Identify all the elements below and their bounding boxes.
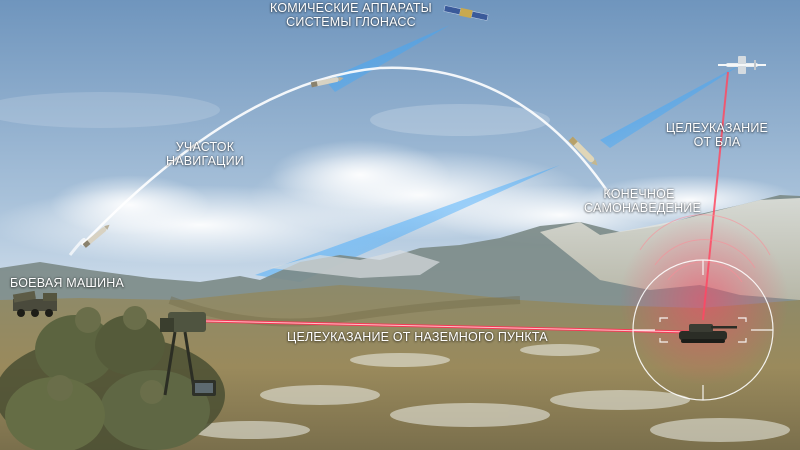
label-satellites: КОМИЧЕСКИЕ АППАРАТЫ СИСТЕМЫ ГЛОНАСС [268,1,434,29]
label-uav: ЦЕЛЕУКАЗАНИЕ ОТ БЛА [662,121,772,149]
launcher-vehicle-icon [12,290,57,317]
signal-beams [255,25,745,282]
soldiers-group [0,306,225,450]
target-glow [619,215,789,385]
label-terminal-homing: КОНЕЧНОЕ САМОНАВЕДЕНИЕ [584,187,702,215]
label-terminal-line2: САМОНАВЕДЕНИЕ [584,201,702,215]
uav-drone-icon [718,56,766,74]
target-arcs [639,214,771,283]
label-navigation: УЧАСТОК НАВИГАЦИИ [160,140,250,168]
label-terminal-line1: КОНЕЧНОЕ [603,187,675,201]
satellite-icon [443,5,489,21]
label-uav-line1: ЦЕЛЕУКАЗАНИЕ [665,121,769,135]
label-satellites-line2: СИСТЕМЫ ГЛОНАСС [286,15,416,29]
snow-patches [190,344,790,442]
glonass-beam-2 [255,165,560,282]
target-reticle [632,259,774,401]
tank-target-icon [679,324,737,343]
label-uav-line2: ОТ БЛА [693,135,741,149]
label-navigation-line1: УЧАСТОК [175,140,235,154]
uav-beam [600,62,745,148]
label-navigation-line2: НАВИГАЦИИ [166,154,244,168]
snowy-hill [270,250,440,278]
missile-trajectory [81,66,612,246]
glonass-beam-1 [325,25,450,92]
label-ground-point: ЦЕЛЕУКАЗАНИЕ ОТ НАЗЕМНОГО ПУНКТА [287,330,548,344]
label-satellites-line1: КОМИЧЕСКИЕ АППАРАТЫ [270,1,432,15]
label-combat-vehicle: БОЕВАЯ МАШИНА [10,276,125,290]
